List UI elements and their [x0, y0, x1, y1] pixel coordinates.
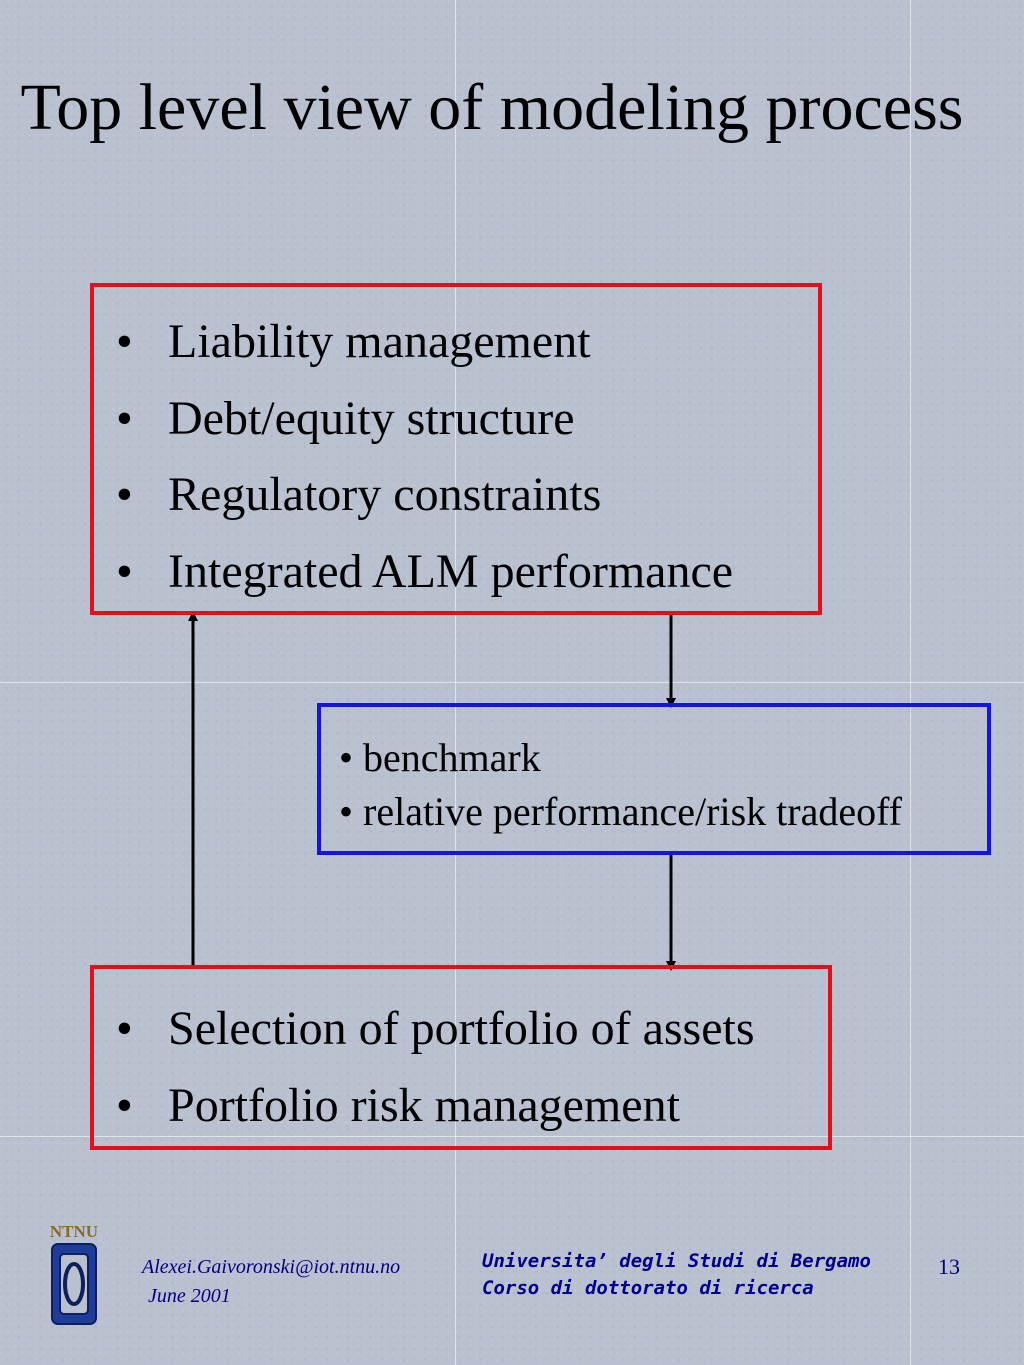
list-item: • Regulatory constraints — [94, 457, 818, 534]
benchmark-list: • benchmark • relative performance/risk … — [339, 731, 987, 839]
slide-title: Top level view of modeling process — [20, 71, 964, 144]
institution-block: Universita’ degli Studi di Bergamo Corso… — [482, 1248, 871, 1302]
liability-box: • Liability management • Debt/equity struc… — [90, 283, 822, 615]
bullet-icon: • — [116, 1078, 133, 1132]
list-item: • Portfolio risk management — [94, 1068, 828, 1145]
benchmark-box: • benchmark • relative performance/risk … — [317, 703, 991, 855]
bullet-icon: • — [116, 544, 133, 598]
logo-text: NTNU — [50, 1222, 98, 1241]
list-item: • Integrated ALM performance — [94, 534, 818, 611]
list-item: • benchmark — [339, 735, 541, 780]
ntnu-logo: NTNU — [46, 1220, 102, 1330]
portfolio-box: • Selection of portfolio of assets • Portf… — [90, 965, 832, 1150]
bullet-icon: • — [116, 391, 133, 445]
list-item-text: Debt/equity structure — [168, 391, 575, 445]
portfolio-list: • Selection of portfolio of assets • Portf… — [94, 991, 828, 1144]
bullet-icon: • — [116, 1002, 133, 1055]
list-item-text: Regulatory constraints — [168, 468, 602, 521]
list-item: • relative performance/risk tradeoff — [339, 789, 902, 834]
list-item: • Selection of portfolio of assets — [94, 991, 828, 1068]
list-item-text: Portfolio risk management — [168, 1078, 680, 1132]
list-item-text: Liability management — [168, 315, 591, 368]
list-item: • Debt/equity structure — [94, 381, 818, 458]
author-email[interactable]: Alexei.Gaivoronski@iot.ntnu.no — [142, 1256, 401, 1278]
university-name: Universita’ degli Studi di Bergamo — [482, 1250, 871, 1272]
page-number: 13 — [938, 1254, 960, 1279]
list-item-text: Selection of portfolio of assets — [168, 1002, 755, 1055]
liability-list: • Liability management • Debt/equity struc… — [94, 304, 818, 610]
background-gridline — [0, 682, 1024, 683]
bullet-icon: • — [116, 315, 133, 368]
list-item-text: Integrated ALM performance — [168, 544, 734, 598]
course-name: Corso di dottorato di ricerca — [482, 1277, 814, 1299]
ntnu-logo-icon: NTNU — [50, 1222, 98, 1325]
background-gridline — [0, 1136, 1024, 1137]
presentation-date: June 2001 — [148, 1285, 231, 1307]
list-item: • Liability management — [94, 304, 818, 381]
bullet-icon: • — [116, 468, 133, 521]
